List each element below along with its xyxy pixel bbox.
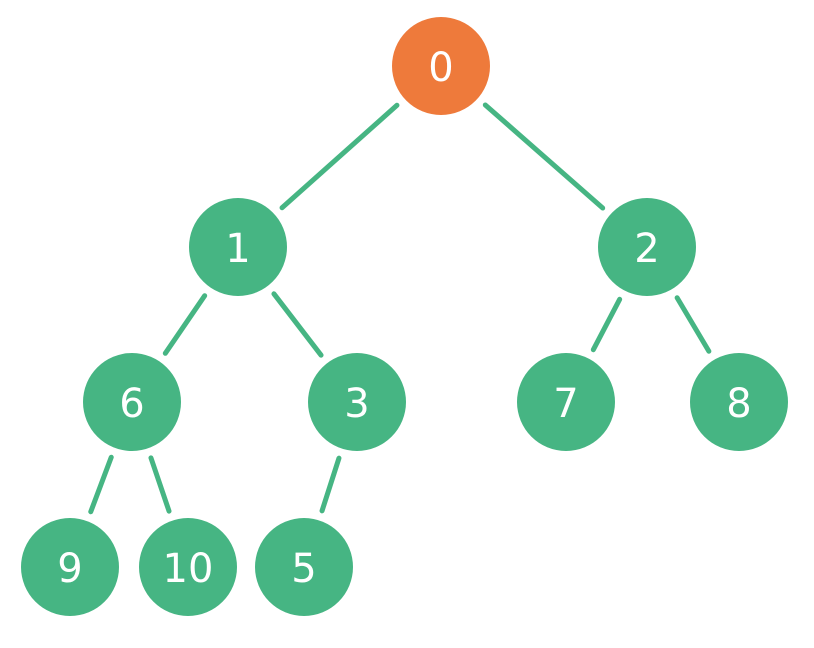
- node-circle: [21, 518, 119, 616]
- node-label: 8: [726, 381, 751, 427]
- tree-node-2: 2: [598, 198, 696, 296]
- tree-edge-n3-n5: [319, 455, 342, 514]
- tree-node-8: 8: [690, 353, 788, 451]
- node-label: 6: [119, 381, 144, 427]
- node-label: 5: [291, 546, 316, 592]
- tree-node-6: 6: [83, 353, 181, 451]
- node-circle: [189, 198, 287, 296]
- node-label: 7: [553, 381, 578, 427]
- tree-edge-n1-n6: [162, 293, 208, 356]
- node-label: 9: [57, 546, 82, 592]
- node-circle: [83, 353, 181, 451]
- node-label: 10: [163, 546, 214, 592]
- node-label: 2: [634, 226, 659, 272]
- node-label: 1: [225, 226, 250, 272]
- tree-node-3: 3: [308, 353, 406, 451]
- tree-edge-n6-n9: [88, 454, 114, 515]
- node-circle: [308, 353, 406, 451]
- node-circle: [517, 353, 615, 451]
- tree-nodes: 0 1 2 6 3 7 8 9 10 5: [21, 17, 788, 616]
- node-circle: [255, 518, 353, 616]
- node-label: 3: [344, 381, 369, 427]
- node-circle: [690, 353, 788, 451]
- tree-node-0: 0: [392, 17, 490, 115]
- tree-edge-n0-n1: [279, 102, 400, 211]
- node-circle: [139, 518, 237, 616]
- tree-node-1: 1: [189, 198, 287, 296]
- tree-node-7: 7: [517, 353, 615, 451]
- tree-node-9: 9: [21, 518, 119, 616]
- node-circle: [598, 198, 696, 296]
- tree-edge-n2-n7: [590, 296, 623, 353]
- tree-edge-n6-n10: [148, 455, 172, 514]
- tree-node-5: 5: [255, 518, 353, 616]
- tree-edges: [88, 102, 712, 515]
- tree-edge-n2-n8: [674, 295, 712, 354]
- node-label: 0: [428, 45, 453, 91]
- tree-node-10: 10: [139, 518, 237, 616]
- tree-edge-n0-n2: [482, 102, 606, 211]
- tree-edge-n1-n3: [271, 291, 324, 358]
- root-node-circle: [392, 17, 490, 115]
